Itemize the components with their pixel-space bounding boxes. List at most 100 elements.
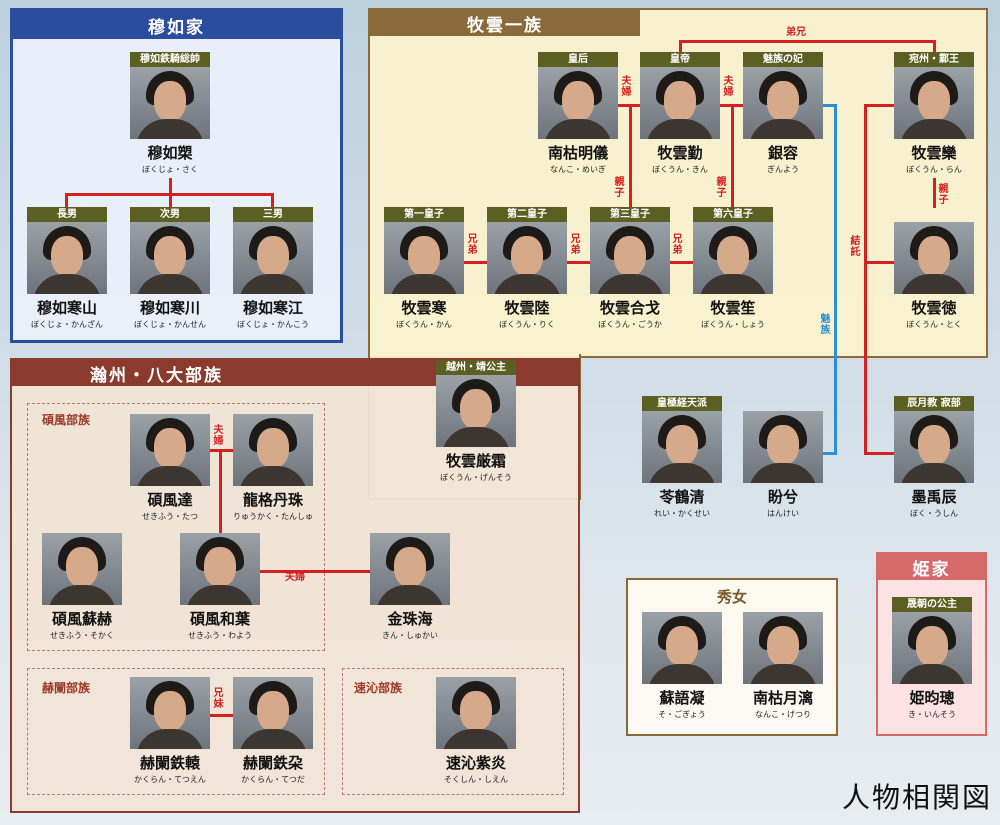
person-card-helan-tieduo[interactable]: 赫闌鉄朶 かくらん・てつだ <box>233 677 313 785</box>
line-bro-sis <box>206 714 234 717</box>
person-name: 蘇語凝 <box>659 689 705 707</box>
role-label: 越州・靖公主 <box>436 360 516 375</box>
portrait <box>180 533 260 605</box>
person-card-muru-hanjiang[interactable]: 三男 穆如寒江 ぼくじょ・かんこう <box>233 207 313 330</box>
person-reading: ぼくじょ・さく <box>142 165 198 174</box>
person-card-su-yuning[interactable]: 蘇語凝 そ・ごぎょう <box>642 612 722 720</box>
person-name: 穆如寒川 <box>139 299 200 317</box>
rel-couple-jinzhuhai: 夫婦 <box>285 572 305 583</box>
portrait <box>42 533 122 605</box>
role-label: 次男 <box>130 207 210 222</box>
role-label: 第六皇子 <box>693 207 773 222</box>
person-card-shuofeng-heye[interactable]: 碩風和葉 せきふう・わよう <box>180 533 260 641</box>
person-name: 牧雲勤 <box>657 144 703 162</box>
person-card-muru-hanshan[interactable]: 長男 穆如寒山 ぼくじょ・かんざん <box>27 207 107 330</box>
line-muru-c3 <box>271 193 274 207</box>
person-name: 穆如槊 <box>147 144 193 162</box>
person-reading: かくらん・てつえん <box>134 775 206 784</box>
role-label: 魅族の妃 <box>743 52 823 67</box>
person-name: 穆如寒山 <box>36 299 97 317</box>
panel-title-xiunu: 秀女 <box>716 588 747 606</box>
portrait <box>370 533 450 605</box>
role-label: 宛州・鄴王 <box>894 52 974 67</box>
rel-brothers-elder: 弟兄 <box>786 27 806 38</box>
portrait <box>436 375 516 447</box>
portrait <box>894 222 974 294</box>
person-reading: なんこ・めいぎ <box>550 165 606 174</box>
person-reading: そくしん・しえん <box>444 775 508 784</box>
subgroup-label-suqin: 速沁部族 <box>354 681 403 695</box>
person-card-suqin-ziyan[interactable]: 速沁紫炎 そくしん・しえん <box>436 677 516 785</box>
person-card-muru-shuo[interactable]: 穆如鉄騎総帥 穆如槊 ぼくじょ・さく <box>130 52 210 175</box>
person-card-muyun-yanshuang[interactable]: 越州・靖公主 牧雲厳霜 ぼくうん・げんそう <box>436 360 516 483</box>
person-card-muru-hanchuan[interactable]: 次男 穆如寒川 ぼくじょ・かんせん <box>130 207 210 330</box>
portrait <box>384 222 464 294</box>
rel-couple-shuofeng: 夫婦 <box>213 425 224 447</box>
portrait <box>538 67 618 139</box>
person-name: 碩風達 <box>147 491 193 509</box>
person-card-nanku-mingyi[interactable]: 皇后 南枯明儀 なんこ・めいぎ <box>538 52 618 175</box>
role-label: 辰月教 寂部 <box>894 396 974 411</box>
diagram-title: 人物相関図 <box>841 781 992 814</box>
subgroup-helan <box>27 668 325 795</box>
person-card-muyun-sheng[interactable]: 第六皇子 牧雲笙 ぼくうん・しょう <box>693 207 773 330</box>
portrait <box>894 411 974 483</box>
role-label: 三男 <box>233 207 313 222</box>
role-label: 第一皇子 <box>384 207 464 222</box>
person-reading: ぼくじょ・かんざん <box>31 320 103 329</box>
person-card-ling-heqing[interactable]: 皇極経天派 苓鶴清 れい・かくせい <box>642 396 722 519</box>
person-card-yinrong[interactable]: 魅族の妃 銀容 ぎんよう <box>743 52 823 175</box>
line-muru-down <box>169 178 172 194</box>
person-reading: ぼくうん・きん <box>652 165 708 174</box>
rel-couple-consort: 夫婦 <box>723 76 734 98</box>
person-card-longge-danzhu[interactable]: 龍格丹珠 りゅうかく・たんしゅ <box>233 414 313 522</box>
person-name: 碩風和葉 <box>189 610 250 628</box>
portrait <box>743 612 823 684</box>
portrait <box>894 67 974 139</box>
person-name: 金珠海 <box>387 610 433 628</box>
person-card-panxi[interactable]: 盼兮 はんけい <box>743 411 823 519</box>
person-card-muyun-lu[interactable]: 第二皇子 牧雲陸 ぼくうん・りく <box>487 207 567 330</box>
portrait <box>693 222 773 294</box>
role-label: 皇后 <box>538 52 618 67</box>
person-name: 龍格丹珠 <box>242 491 303 509</box>
person-card-nanku-yueli[interactable]: 南枯月漓 なんこ・げつり <box>743 612 823 720</box>
person-name: 赫闌鉄轅 <box>139 754 200 772</box>
person-card-emperor[interactable]: 皇帝 牧雲勤 ぼくうん・きん <box>640 52 720 175</box>
subgroup-label-shuofeng: 碩風部族 <box>42 413 91 427</box>
person-card-shuofeng-suhe[interactable]: 碩風蘇赫 せきふう・そかく <box>42 533 122 641</box>
person-reading: ぼくうん・かん <box>396 320 452 329</box>
person-reading: ぼくうん・とく <box>906 320 962 329</box>
person-reading: ぼくうん・ごうか <box>598 320 662 329</box>
line-parent-shuofeng <box>219 449 222 533</box>
portrait <box>130 677 210 749</box>
panel-title-muyun: 牧雲一族 <box>370 10 640 36</box>
person-name: 墨禹辰 <box>911 488 957 506</box>
person-name: 牧雲欒 <box>911 144 957 162</box>
rel-siblings-3: 兄弟 <box>672 234 683 256</box>
person-name: 銀容 <box>767 144 798 162</box>
person-card-muyun-de[interactable]: 牧雲徳 ぼくうん・とく <box>894 222 974 330</box>
person-card-muyun-han[interactable]: 第一皇子 牧雲寒 ぼくうん・かん <box>384 207 464 330</box>
person-card-shuofeng-da[interactable]: 碩風達 せきふう・たつ <box>130 414 210 522</box>
portrait <box>743 411 823 483</box>
person-card-muyun-hege[interactable]: 第三皇子 牧雲合戈 ぼくうん・ごうか <box>590 207 670 330</box>
person-name: 速沁紫炎 <box>445 754 506 772</box>
line-muru-c2 <box>169 193 172 207</box>
person-card-muyun-luan[interactable]: 宛州・鄴王 牧雲欒 ぼくうん・らん <box>894 52 974 175</box>
person-reading: せきふう・たつ <box>142 512 198 521</box>
role-label: 皇帝 <box>640 52 720 67</box>
person-reading: ぼくうん・りく <box>499 320 555 329</box>
person-reading: ぼくうん・しょう <box>701 320 765 329</box>
portrait <box>130 67 210 139</box>
rel-siblings-2: 兄弟 <box>570 234 581 256</box>
line-parent-a <box>629 104 632 207</box>
person-card-mo-yuchen[interactable]: 辰月教 寂部 墨禹辰 ぼく・うしん <box>894 396 974 519</box>
person-card-ji-yuncong[interactable]: 晟朝の公主 姫昀璁 き・いんそう <box>892 597 972 720</box>
person-reading: き・いんそう <box>908 710 956 719</box>
person-card-helan-tieyuan[interactable]: 赫闌鉄轅 かくらん・てつえん <box>130 677 210 785</box>
rel-alliance: 結託 <box>850 236 861 258</box>
person-card-jin-zhuhai[interactable]: 金珠海 きん・しゅかい <box>370 533 450 641</box>
person-name: 牧雲徳 <box>911 299 957 317</box>
role-label: 第二皇子 <box>487 207 567 222</box>
